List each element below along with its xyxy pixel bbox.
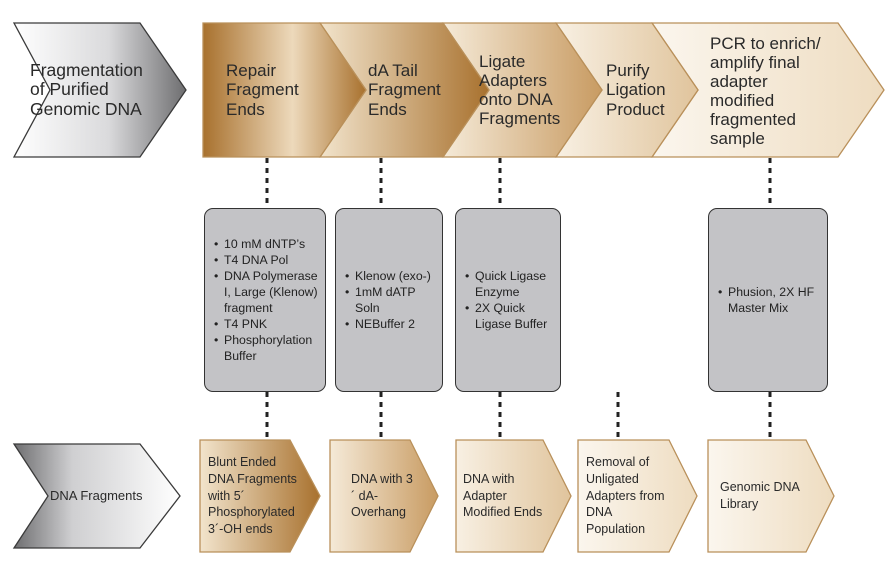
start-label: Fragmentation of Purified Genomic DNA (30, 40, 158, 140)
start-chevron (12, 22, 187, 158)
step-chevron-1 (202, 22, 367, 158)
step-label-2: dA Tail Fragment Ends (368, 40, 453, 140)
reagent-box-3: Quick Ligase Enzyme 2X Quick Ligase Buff… (455, 208, 561, 392)
result-label-5-text: Genomic DNA Library (720, 480, 800, 511)
reagent-item: Klenow (exo-) (345, 269, 436, 285)
step-label-4-text: Purify Ligation Product (606, 61, 666, 119)
result-shape-4 (577, 439, 698, 553)
result-label-1: Blunt Ended DNA Fragments with 5´ Phosph… (208, 440, 304, 552)
reagent-item: T4 PNK (214, 317, 319, 333)
start-label-text: Fragmentation of Purified Genomic DNA (30, 59, 143, 119)
reagent-list-4: Phusion, 2X HF Master Mix (717, 285, 821, 317)
reagent-item: 10 mM dNTP’s (214, 237, 319, 253)
step-label-1: Repair Fragment Ends (226, 40, 316, 140)
reagent-box-1: 10 mM dNTP’s T4 DNA Pol DNA Polymerase I… (204, 208, 326, 392)
result-shape-5 (707, 439, 835, 553)
step-label-3-text: Ligate Adapters onto DNA Fragments (479, 51, 561, 129)
result-label-2: DNA with 3´ dA-Overhang (351, 440, 413, 552)
reagent-item: Quick Ligase Enzyme (465, 269, 554, 301)
connectors (265, 158, 772, 440)
step-label-5-text: PCR to enrich/ amplify final adapter mod… (710, 33, 821, 149)
row-label-chevron (12, 443, 181, 549)
result-label-5: Genomic DNA Library (720, 440, 804, 552)
result-shape-3 (455, 439, 572, 553)
step-label-1-text: Repair Fragment Ends (226, 61, 299, 119)
row-label: DNA Fragments (50, 470, 160, 522)
step-label-4: Purify Ligation Product (606, 40, 678, 140)
reagent-item: Phosphorylation Buffer (214, 333, 319, 365)
result-shape-1 (199, 439, 321, 553)
reagent-item: DNA Polymerase I, Large (Klenow) fragmen… (214, 269, 319, 317)
step-label-2-text: dA Tail Fragment Ends (368, 61, 441, 119)
step-label-5: PCR to enrich/ amplify final adapter mod… (710, 30, 832, 152)
reagent-item: NEBuffer 2 (345, 317, 436, 333)
result-shape-2 (329, 439, 439, 553)
reagent-list-2: Klenow (exo-) 1mM dATP Soln NEBuffer 2 (344, 269, 436, 333)
result-label-4: Removal of Unligated Adapters from DNA P… (586, 440, 670, 552)
row-label-text: DNA Fragments (50, 487, 143, 503)
step-label-3: Ligate Adapters onto DNA Fragments (479, 36, 571, 144)
result-label-1-text: Blunt Ended DNA Fragments with 5´ Phosph… (208, 454, 297, 537)
reagent-list-1: 10 mM dNTP’s T4 DNA Pol DNA Polymerase I… (213, 237, 319, 365)
reagent-list-3: Quick Ligase Enzyme 2X Quick Ligase Buff… (464, 269, 554, 333)
result-label-2-text: DNA with 3´ dA-Overhang (351, 471, 413, 520)
reagent-item: 1mM dATP Soln (345, 285, 436, 317)
reagent-item: 2X Quick Ligase Buffer (465, 301, 554, 333)
reagent-item: Phusion, 2X HF Master Mix (718, 285, 821, 317)
result-label-3-text: DNA with Adapter Modified Ends (463, 471, 543, 520)
reagent-item: T4 DNA Pol (214, 253, 319, 269)
result-label-4-text: Removal of Unligated Adapters from DNA P… (586, 454, 665, 537)
reagent-box-2: Klenow (exo-) 1mM dATP Soln NEBuffer 2 (335, 208, 443, 392)
result-label-3: DNA with Adapter Modified Ends (463, 440, 547, 552)
reagent-box-4: Phusion, 2X HF Master Mix (708, 208, 828, 392)
